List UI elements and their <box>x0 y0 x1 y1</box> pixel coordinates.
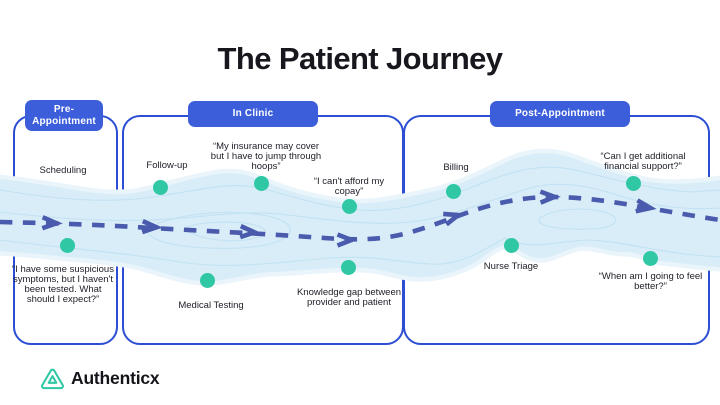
touchpoint-label-scheduling: Scheduling <box>39 165 87 176</box>
dot-follow-up <box>153 180 168 195</box>
journey-arrowhead <box>635 198 657 214</box>
journey-arrowhead <box>239 224 261 240</box>
stage-pill-post-appointment: Post-Appointment <box>490 101 630 127</box>
journey-arrowhead <box>443 211 465 227</box>
dot-knowledge-gap <box>341 260 356 275</box>
touchpoint-label-nurse-triage: Nurse Triage <box>483 261 539 272</box>
dot-financial-quote <box>626 176 641 191</box>
touchpoint-label-follow-up: Follow-up <box>146 160 188 171</box>
touchpoint-quote-pre: “I have some suspicious symptoms, but I … <box>12 264 114 305</box>
stage-pill-in-clinic: In Clinic <box>188 101 318 127</box>
touchpoint-label-knowledge-gap: Knowledge gap between provider and patie… <box>296 287 402 308</box>
dot-feel-better-quote <box>643 251 658 266</box>
dot-copay-quote <box>342 199 357 214</box>
touchpoint-label-medical-testing: Medical Testing <box>178 300 244 311</box>
stage-pill-label: In Clinic <box>232 108 274 119</box>
touchpoint-label-billing: Billing <box>443 162 469 173</box>
authenticx-triangle-icon <box>41 368 64 390</box>
dot-medical-testing <box>200 273 215 288</box>
touchpoint-quote-feel-better: “When am I going to feel better?” <box>598 271 703 292</box>
logo-wordmark: Authenticx <box>71 368 160 388</box>
dot-pre-quote <box>60 238 75 253</box>
dot-nurse-triage <box>504 238 519 253</box>
touchpoint-quote-copay: “I can't afford my copay” <box>313 176 385 197</box>
touchpoint-quote-insurance: “My insurance may cover but I have to ju… <box>210 141 322 172</box>
journey-arrowhead <box>41 215 63 231</box>
journey-dashed-line <box>0 194 720 242</box>
dot-billing <box>446 184 461 199</box>
journey-path <box>0 189 720 248</box>
journey-arrowhead <box>336 232 358 248</box>
authenticx-logo: Authenticx <box>40 367 160 390</box>
journey-arrowhead <box>539 189 561 205</box>
stage-pill-pre-appointment: Pre-Appointment <box>25 100 103 131</box>
journey-arrowhead <box>141 219 163 235</box>
dot-insurance-quote <box>254 176 269 191</box>
page-title: The Patient Journey <box>217 41 503 76</box>
stage-pill-label: Post-Appointment <box>515 108 605 119</box>
stage-pill-label: Pre-Appointment <box>32 103 96 127</box>
river-band <box>0 149 720 286</box>
touchpoint-quote-financial: “Can I get additional financial support?… <box>600 151 686 172</box>
